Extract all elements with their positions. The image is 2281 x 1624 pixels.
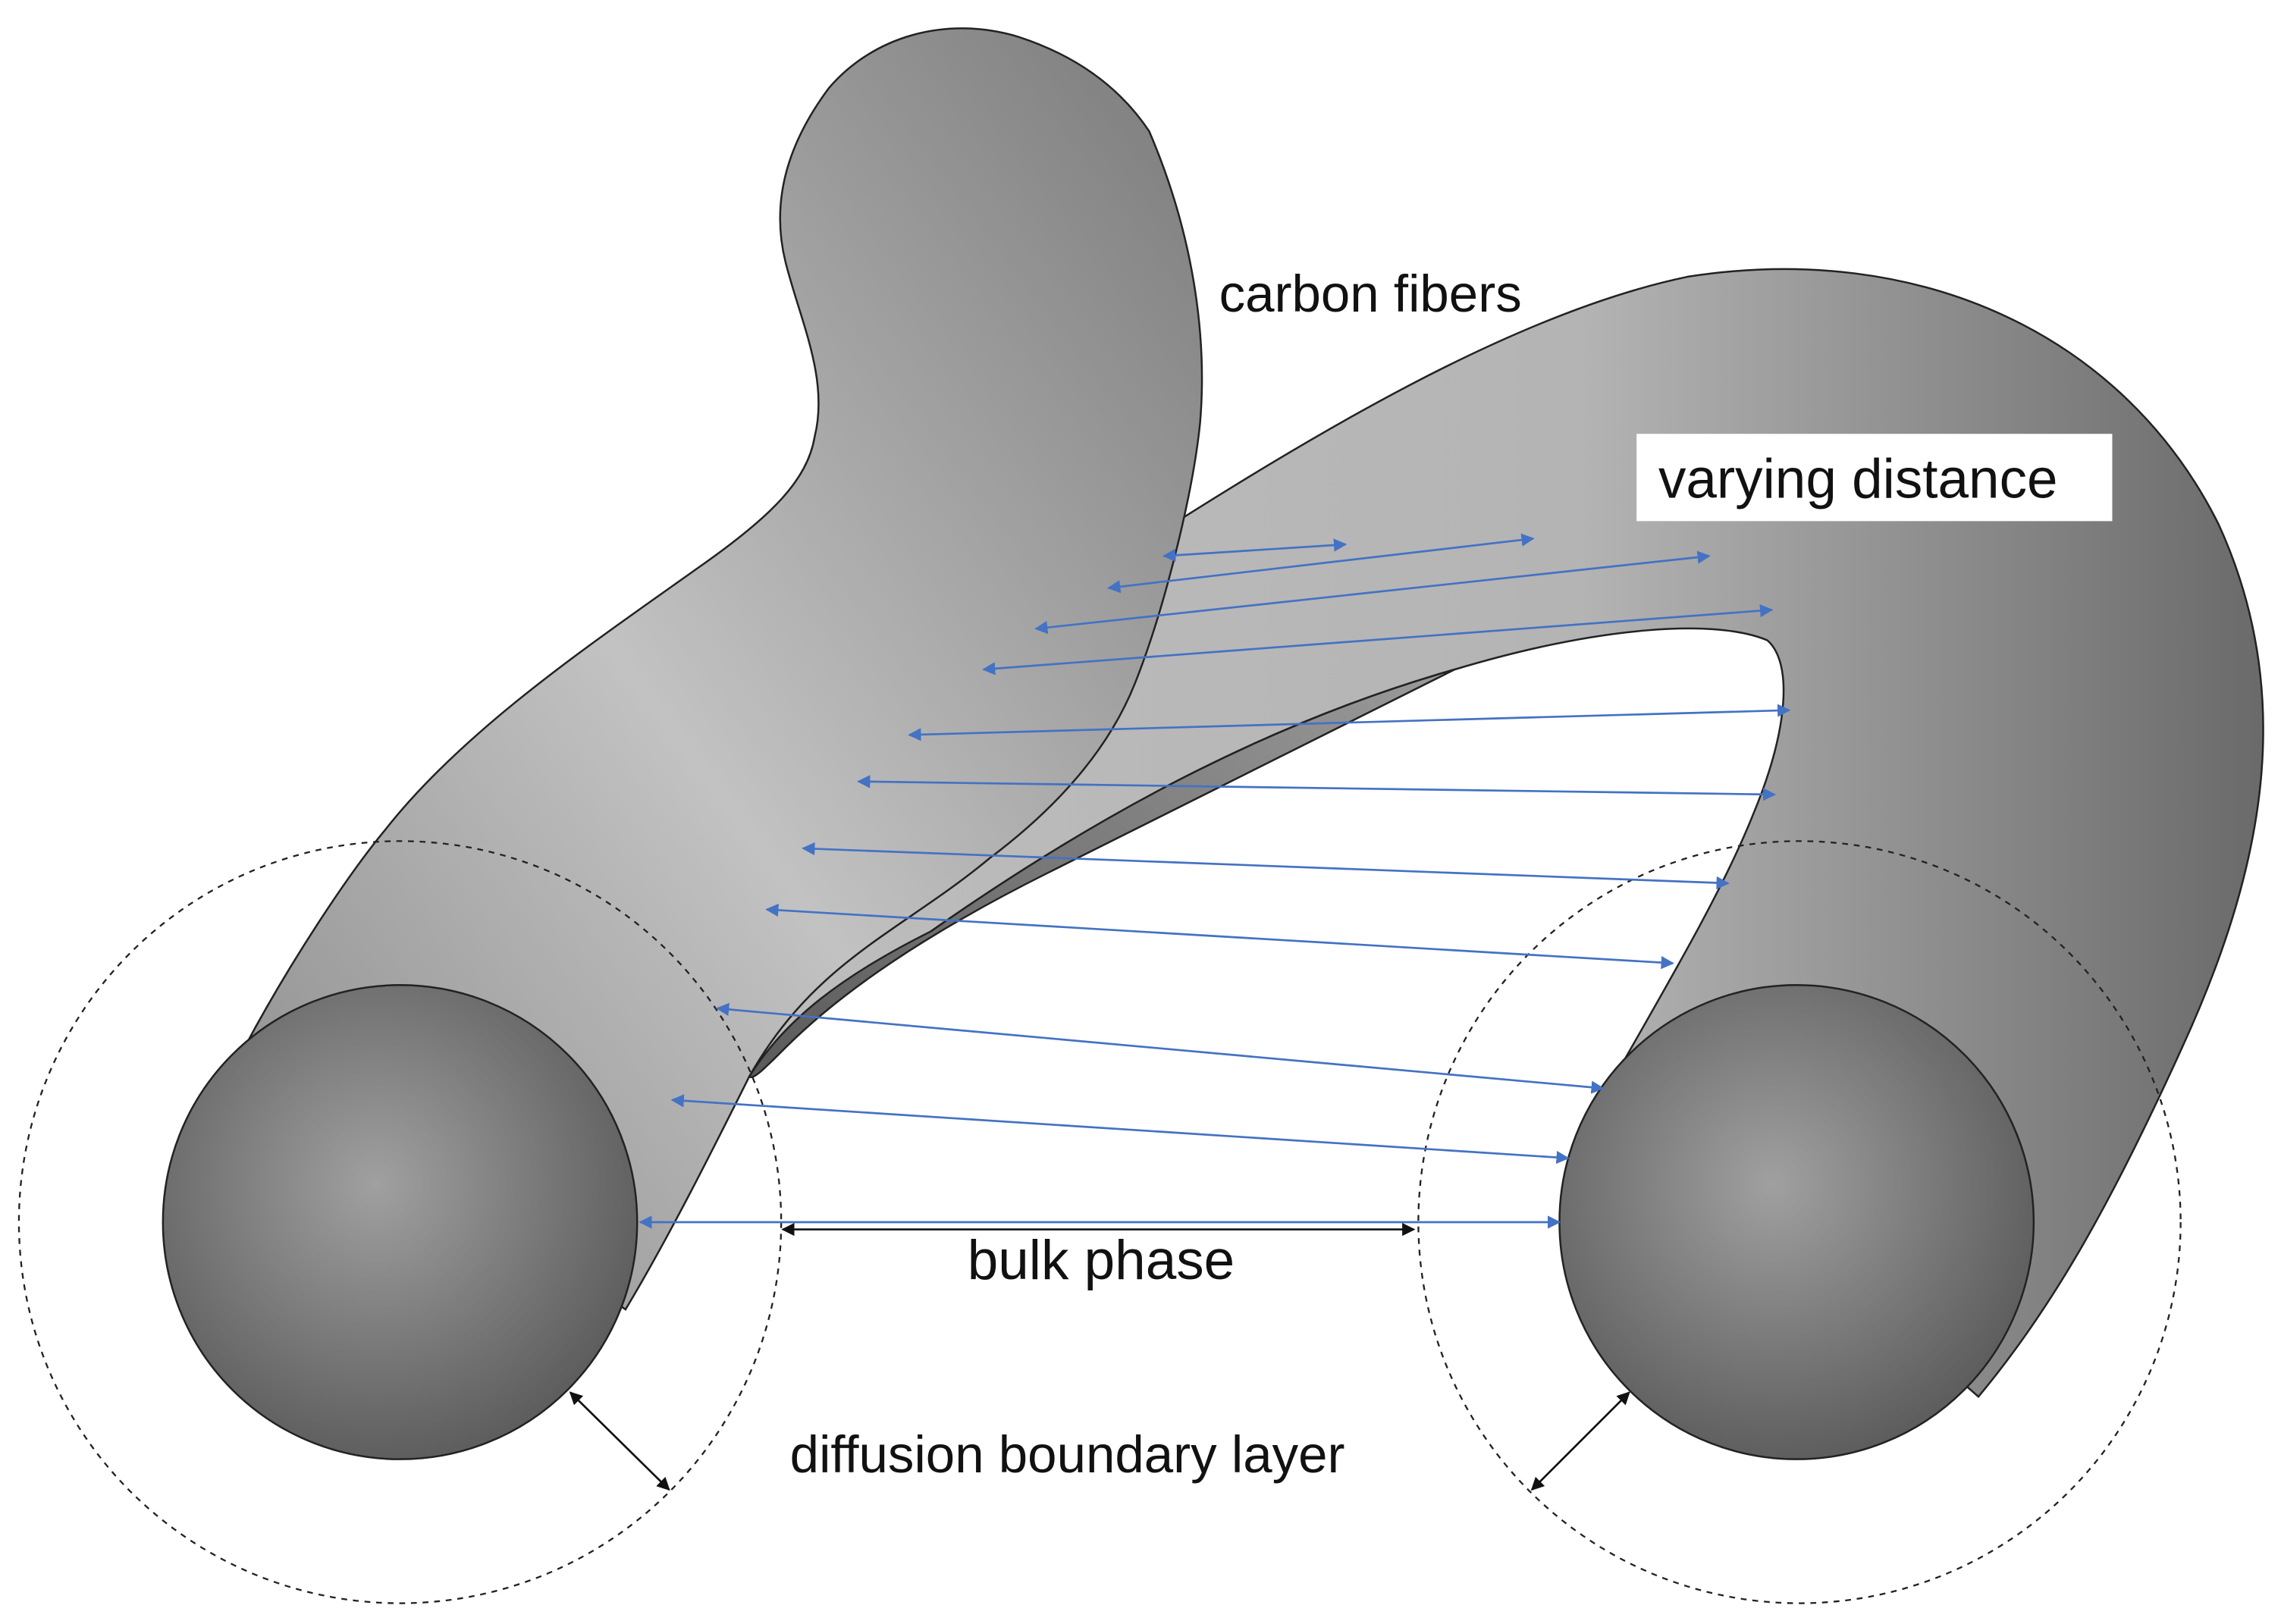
carbon-fiber-left [243, 27, 1203, 1311]
diffusion-boundary-circle-right [1417, 840, 2182, 1604]
distance-arrow [716, 1002, 1605, 1094]
varying-distance-label-box [1636, 434, 2113, 522]
varying-distance-arrows [638, 533, 1791, 1229]
distance-arrow [670, 1094, 1570, 1165]
distance-arrow [908, 704, 1791, 741]
carbon-fibers-label: carbon fibers [1219, 264, 1522, 323]
distance-arrow [857, 775, 1777, 801]
fiber-end-cap-left [162, 984, 638, 1460]
distance-arrow [765, 903, 1674, 970]
distance-arrow [982, 604, 1774, 676]
boundary-layer-arrow-right [1530, 1391, 1630, 1491]
diffusion-boundary-layer-label: diffusion boundary layer [790, 1425, 1345, 1484]
bulk-phase-label: bulk phase [968, 1230, 1235, 1291]
distance-arrow [802, 842, 1730, 890]
varying-distance-label: varying distance [1658, 449, 2058, 510]
fiber-end-cap-right [1558, 984, 2035, 1460]
boundary-layer-arrow-left [569, 1391, 670, 1491]
